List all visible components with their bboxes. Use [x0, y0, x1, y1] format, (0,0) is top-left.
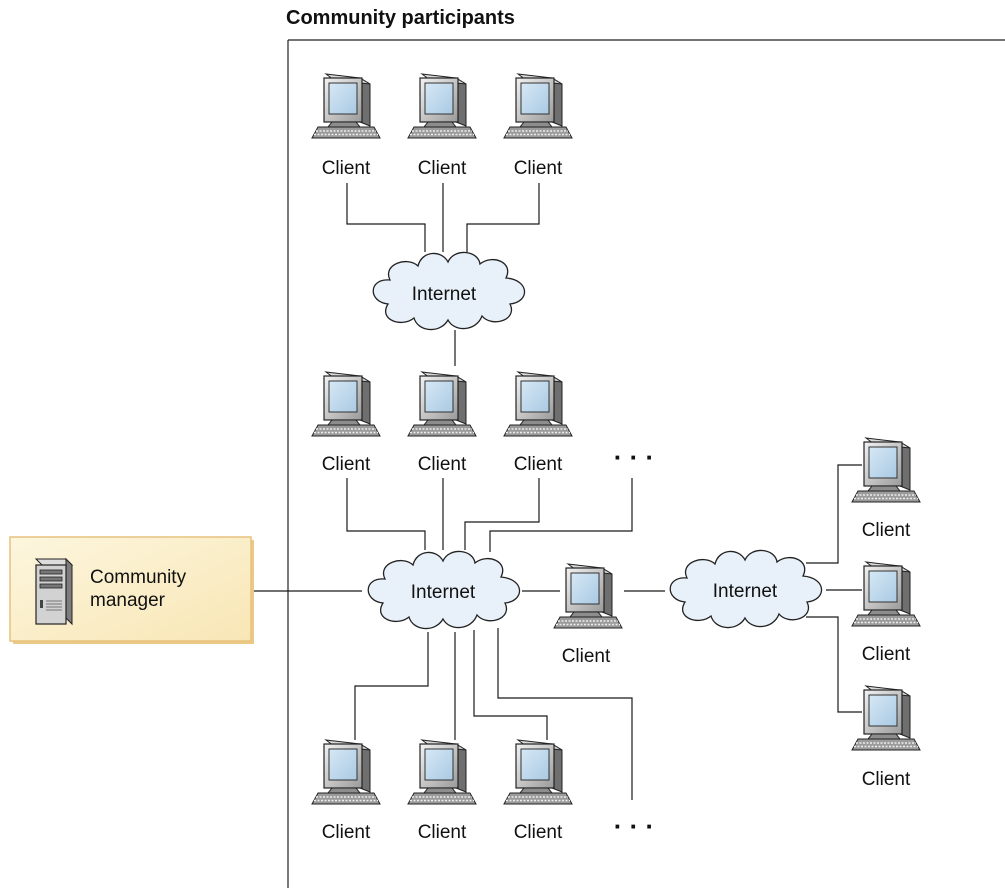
- desktop-computer-icon: [311, 73, 381, 139]
- desktop-computer-icon: [851, 561, 921, 627]
- desktop-computer-icon: [311, 739, 381, 805]
- client-bottom-1: Client: [311, 739, 381, 843]
- desktop-computer-icon: [503, 739, 573, 805]
- client-label: Client: [418, 822, 467, 843]
- desktop-computer-icon: [407, 739, 477, 805]
- client-label: Client: [322, 454, 371, 475]
- client-mid-3: Client: [503, 371, 573, 475]
- desktop-computer-icon: [851, 685, 921, 751]
- connection-lines: [254, 183, 862, 800]
- client-label: Client: [322, 158, 371, 179]
- client-top-2: Client: [407, 73, 477, 179]
- desktop-computer-icon: [503, 73, 573, 139]
- internet-cloud-center: Internet: [367, 550, 521, 630]
- client-label: Client: [862, 769, 911, 790]
- client-label: Client: [514, 454, 563, 475]
- desktop-computer-icon: [407, 371, 477, 437]
- internet-label: Internet: [713, 581, 778, 602]
- desktop-computer-icon: [503, 371, 573, 437]
- desktop-computer-icon: [311, 371, 381, 437]
- more-clients-ellipsis: · · ·: [614, 442, 654, 472]
- client-label: Client: [562, 646, 611, 667]
- client-label: Client: [862, 520, 911, 541]
- client-center: Client: [553, 563, 623, 667]
- community-manager-box: Community manager: [9, 536, 254, 644]
- more-clients-ellipsis: · · ·: [614, 811, 654, 841]
- internet-cloud-top: Internet: [372, 251, 526, 331]
- internet-cloud-right: Internet: [669, 549, 823, 629]
- client-label: Client: [862, 644, 911, 665]
- internet-label: Internet: [411, 582, 476, 603]
- community-boundary: [287, 39, 1005, 888]
- desktop-computer-icon: [851, 437, 921, 503]
- client-label: Client: [322, 822, 371, 843]
- desktop-computer-icon: [553, 563, 623, 629]
- client-label: Client: [514, 822, 563, 843]
- client-label: Client: [514, 158, 563, 179]
- client-bottom-2: Client: [407, 739, 477, 843]
- client-top-1: Client: [311, 73, 381, 179]
- desktop-computer-icon: [407, 73, 477, 139]
- diagram-title: Community participants: [286, 7, 515, 29]
- client-right-3: Client: [851, 685, 921, 790]
- manager-label-line1: Community: [90, 567, 187, 588]
- client-bottom-3: Client: [503, 739, 573, 843]
- client-label: Client: [418, 454, 467, 475]
- manager-label-line2: manager: [90, 590, 166, 611]
- client-label: Client: [418, 158, 467, 179]
- internet-label: Internet: [412, 284, 477, 305]
- client-top-3: Client: [503, 73, 573, 179]
- client-right-1: Client: [851, 437, 921, 541]
- client-right-2: Client: [851, 561, 921, 665]
- client-mid-1: Client: [311, 371, 381, 475]
- server-tower-icon: [34, 557, 74, 626]
- client-mid-2: Client: [407, 371, 477, 475]
